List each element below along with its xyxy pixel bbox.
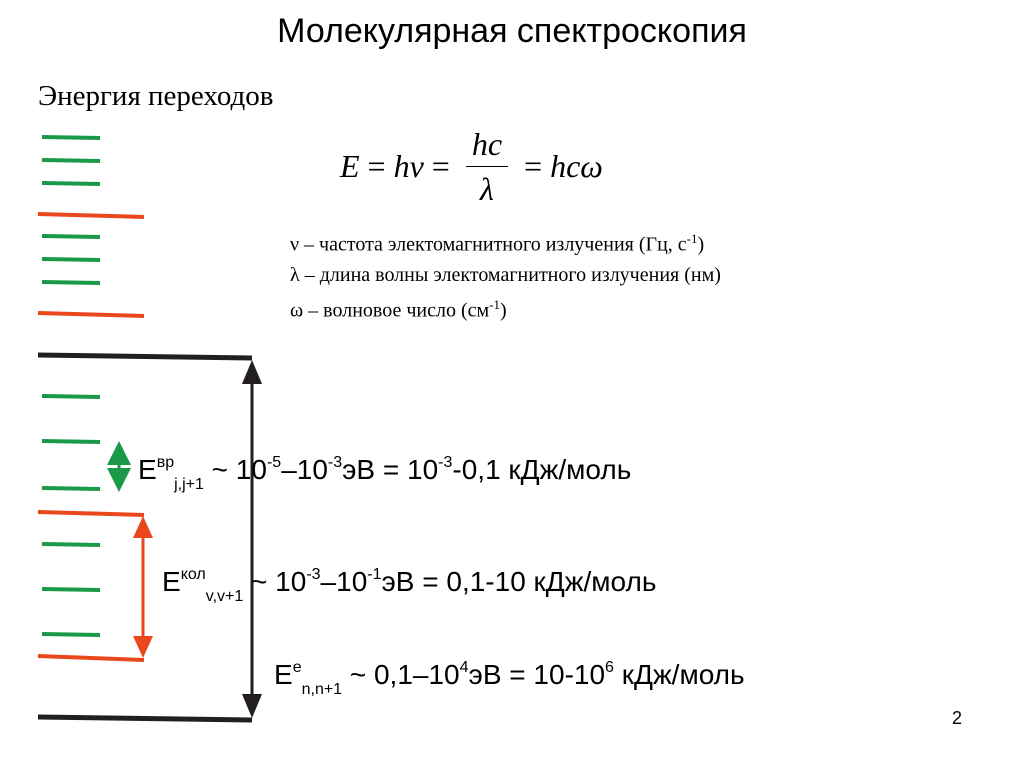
rotational-level [41,486,101,491]
formula-numerator: hc [465,128,509,167]
electronic-energy-label: Een,n+1 ~ 0,1–104эВ = 10-106 кДж/моль [274,659,745,698]
energy-formula: E = hν = hc λ = hcω [340,126,603,206]
electronic-transition-arrow [242,360,262,718]
rotational-transition-arrow [107,441,131,492]
formula-fraction: hc λ [465,128,509,207]
rotational-level [41,257,101,262]
rotational-level [41,181,101,186]
rotational-level [41,280,101,285]
rotational-level [41,135,101,140]
formula-equals: = [524,147,543,184]
vibrational-level [37,654,145,662]
definition-omega: ω – волновое число (см-1) [290,296,507,322]
formula-h-nu: hν [393,147,424,184]
rotational-level [41,234,101,239]
vibrational-energy-label: Eколv,v+1 ~ 10-3–10-1эВ = 0,1-10 кДж/мол… [162,566,657,605]
symbol-definitions: ν – частота электомагнитного излучения (… [290,224,721,325]
formula-equals: = [367,147,386,184]
rotational-level [41,394,101,399]
definition-nu: ν – частота электомагнитного излучения (… [290,231,705,256]
electronic-level [37,714,253,723]
rotational-level [41,158,101,163]
slide-subtitle: Энергия переходов [38,80,274,112]
rotational-level [41,632,101,637]
vibrational-level [37,212,145,219]
vibrational-level [37,311,145,318]
rotational-energy-label: Eврj,j+1 ~ 10-5–10-3эВ = 10-3-0,1 кДж/мо… [138,454,632,493]
vibrational-transition-arrow [133,516,153,658]
formula-denominator: λ [480,170,494,207]
formula-e: E [340,147,360,184]
electronic-level [37,352,253,361]
definition-lambda: λ – длина волны электомагнитного излучен… [290,263,721,286]
rotational-level [41,542,101,547]
rotational-level [41,439,101,444]
vibrational-level [37,510,145,517]
formula-h-c-omega: hcω [550,147,603,184]
slide-title: Молекулярная спектроскопия [277,12,747,50]
formula-equals: = [431,147,450,184]
page-number: 2 [952,708,963,728]
rotational-level [41,587,101,592]
